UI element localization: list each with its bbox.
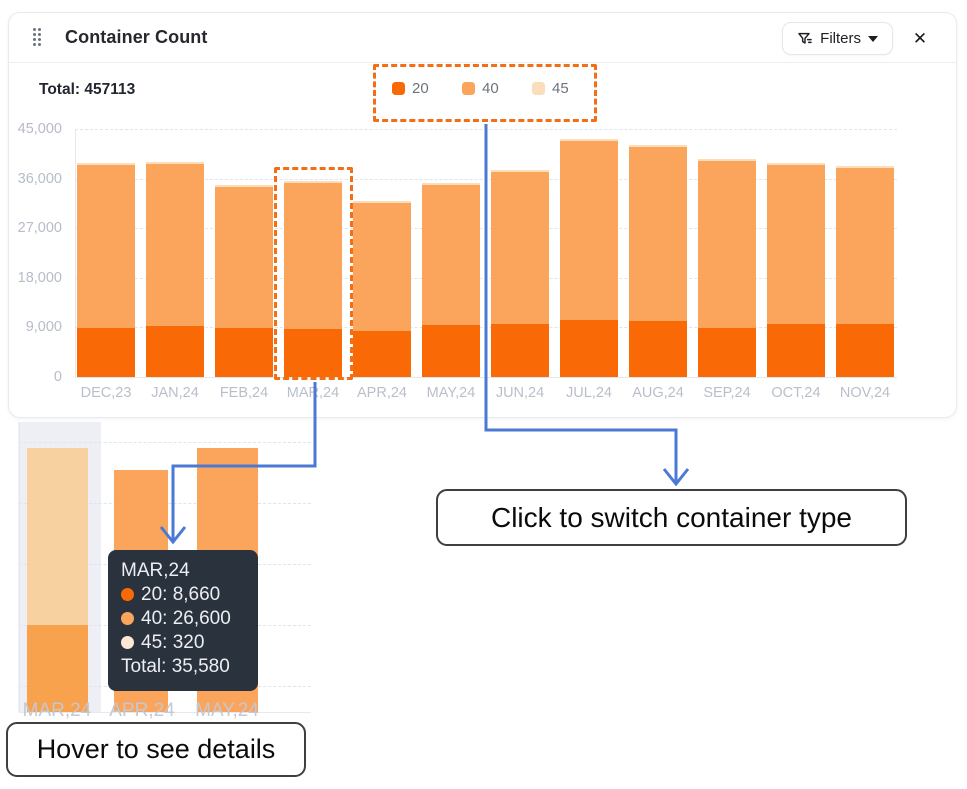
bar-segment <box>767 163 825 166</box>
bar-segment <box>422 182 480 185</box>
bar-segment <box>629 146 687 322</box>
header-divider <box>9 62 956 63</box>
tooltip-row-text: 40: 26,600 <box>141 607 231 629</box>
bar-segment <box>422 325 480 377</box>
tooltip-row-text: 20: 8,660 <box>141 583 221 605</box>
bar-segment <box>698 328 756 377</box>
bar-segment <box>284 329 342 377</box>
series-dot-icon <box>121 588 134 602</box>
bar-MAR,24[interactable] <box>284 180 342 377</box>
bar-segment <box>284 182 342 330</box>
legend-label: 40 <box>482 80 499 97</box>
bar-OCT,24[interactable] <box>767 163 825 377</box>
bar-segment <box>77 163 135 166</box>
bar-segment <box>353 203 411 331</box>
legend-item-45[interactable]: 45 <box>532 80 569 97</box>
legend-swatch-icon <box>532 82 545 95</box>
bar-MAY,24[interactable] <box>422 182 480 377</box>
bar-segment <box>77 165 135 329</box>
tooltip-row: 20: 8,660 <box>121 583 245 607</box>
click-to-switch-note: Click to switch container type <box>436 489 907 546</box>
filter-funnel-icon <box>797 31 813 47</box>
bar-segment <box>560 140 618 321</box>
bar-segment <box>146 326 204 377</box>
bar-NOV,24[interactable] <box>836 165 894 377</box>
bar-segment <box>767 323 825 377</box>
bar-JUL,24[interactable] <box>560 138 618 377</box>
legend-item-40[interactable]: 40 <box>462 80 499 97</box>
tooltip-title: MAR,24 <box>121 560 190 581</box>
bar-segment <box>77 328 135 377</box>
legend-swatch-icon <box>392 82 405 95</box>
mini-x-label-MAY,24: MAY,24 <box>195 700 259 721</box>
legend-label: 20 <box>412 80 429 97</box>
mini-x-label-MAR,24: MAR,24 <box>22 700 92 721</box>
bar-segment <box>629 321 687 377</box>
filters-button-label: Filters <box>820 30 861 47</box>
bar-SEP,24[interactable] <box>698 159 756 377</box>
bar-JUN,24[interactable] <box>491 170 549 377</box>
mini-y-axis-line <box>19 422 20 712</box>
bar-segment <box>146 163 204 327</box>
bar-DEC,23[interactable] <box>77 163 135 377</box>
series-dot-icon <box>121 636 134 650</box>
bar-segment <box>215 185 273 188</box>
bar-segment <box>767 165 825 324</box>
total-count-label: Total: 457113 <box>39 81 136 98</box>
legend-swatch-icon <box>462 82 475 95</box>
tooltip-row: 45: 320 <box>121 631 245 655</box>
bar-segment <box>836 165 894 168</box>
tooltip-row-text: 45: 320 <box>141 631 205 653</box>
bar-segment <box>836 167 894 325</box>
legend-label: 45 <box>552 80 569 97</box>
hover-to-see-details-note: Hover to see details <box>6 722 306 777</box>
legend-item-20[interactable]: 20 <box>392 80 429 97</box>
bar-segment <box>146 161 204 164</box>
bar-FEB,24[interactable] <box>215 185 273 377</box>
bar-segment <box>698 161 756 329</box>
mini-bar-MAR,24 <box>27 625 88 712</box>
bar-segment <box>353 330 411 377</box>
bar-segment <box>353 201 411 204</box>
mini-gridline <box>19 442 311 443</box>
tooltip-total: Total: 35,580 <box>121 655 230 677</box>
bar-segment <box>284 180 342 183</box>
drag-handle-icon[interactable] <box>33 28 45 48</box>
bar-segment <box>422 184 480 326</box>
filters-button[interactable]: Filters <box>782 22 893 55</box>
series-dot-icon <box>121 612 134 626</box>
bar-segment <box>491 172 549 325</box>
close-button[interactable]: ✕ <box>912 29 928 48</box>
card-header: Container Count Filters ✕ <box>9 13 956 62</box>
bar-segment <box>698 159 756 162</box>
mini-x-label-APR,24: APR,24 <box>109 700 175 721</box>
mini-bar-MAR,24 <box>27 448 88 625</box>
mini-x-axis-line <box>19 712 311 713</box>
bar-segment <box>215 187 273 329</box>
caret-down-icon <box>868 35 878 42</box>
bar-segment <box>215 328 273 377</box>
bar-APR,24[interactable] <box>353 201 411 377</box>
bar-segment <box>836 324 894 377</box>
bar-segment <box>491 324 549 377</box>
card-title: Container Count <box>65 27 208 47</box>
bar-AUG,24[interactable] <box>629 144 687 377</box>
bar-segment <box>560 320 618 377</box>
tooltip-row: 40: 26,600 <box>121 607 245 631</box>
bar-JAN,24[interactable] <box>146 161 204 377</box>
